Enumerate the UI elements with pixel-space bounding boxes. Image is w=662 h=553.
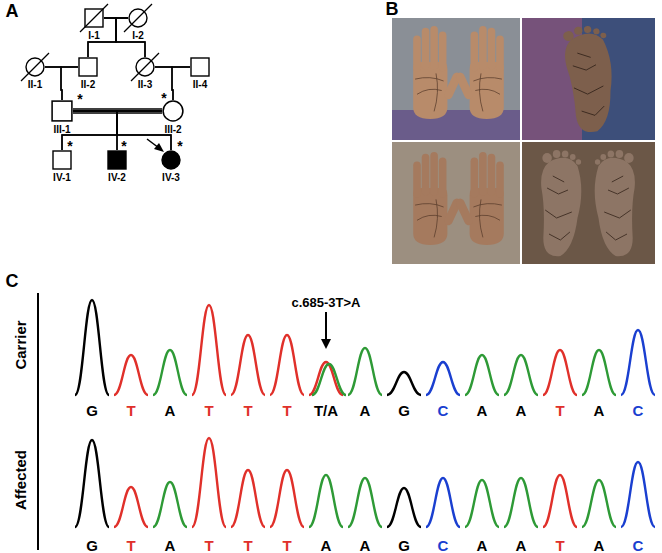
pedigree-shape xyxy=(84,8,104,28)
individual-id: III-2 xyxy=(164,124,181,135)
base-call: C xyxy=(438,538,449,553)
mating-line xyxy=(73,109,162,113)
base-call: T xyxy=(282,403,291,418)
pedigree-shape xyxy=(135,57,155,77)
chromatogram-traces xyxy=(75,300,655,527)
base-call: A xyxy=(165,403,176,418)
variant-name: c.685-3T>A xyxy=(291,296,360,309)
individual-id: II-1 xyxy=(28,79,42,90)
descent-line xyxy=(45,67,62,100)
male-symbol: II-4 xyxy=(190,57,210,77)
mating-line xyxy=(104,17,128,18)
base-call: G xyxy=(398,538,410,553)
male-symbol: II-2 xyxy=(78,57,98,77)
individual-id: I-2 xyxy=(132,30,144,41)
individual-id: III-1 xyxy=(53,124,70,135)
base-call: A xyxy=(516,538,527,553)
base-call: A xyxy=(594,403,605,418)
base-call: A xyxy=(594,538,605,553)
base-call: A xyxy=(360,403,371,418)
pedigree-shape xyxy=(52,150,72,170)
descent-line xyxy=(62,111,162,150)
sequenced-mark: * xyxy=(121,139,126,153)
base-call: T/A xyxy=(314,403,338,418)
proband-arrow xyxy=(147,139,164,152)
male-symbol: IV-2 xyxy=(107,150,127,170)
sequenced-mark: * xyxy=(67,139,72,153)
base-call: T xyxy=(243,538,252,553)
base-call: C xyxy=(633,538,644,553)
female-symbol: II-1 xyxy=(25,57,45,77)
individual-id: II-2 xyxy=(81,79,95,90)
base-call: C xyxy=(633,403,644,418)
descent-line xyxy=(73,111,117,150)
male-symbol: I-1 xyxy=(84,8,104,28)
mating-line xyxy=(155,66,190,67)
base-call: G xyxy=(86,403,98,418)
base-call: T xyxy=(126,403,135,418)
individual-id: II-3 xyxy=(138,79,152,90)
clinical-photos xyxy=(392,18,655,264)
base-call: A xyxy=(477,403,488,418)
panel-letter: C xyxy=(6,272,19,290)
descent-line xyxy=(61,67,78,100)
base-call: T xyxy=(555,538,564,553)
descent-line xyxy=(172,67,190,100)
individual-id: I-1 xyxy=(88,30,100,41)
base-call: A xyxy=(516,403,527,418)
sequenced-mark: * xyxy=(177,139,182,153)
pedigree-shape xyxy=(128,8,148,28)
female-symbol: IV-3 xyxy=(161,150,181,170)
row-label: Carrier xyxy=(13,320,28,369)
base-call: T xyxy=(126,538,135,553)
base-call: G xyxy=(86,538,98,553)
base-call: G xyxy=(398,403,410,418)
pedigree-shape xyxy=(161,150,181,170)
pedigree-shape xyxy=(25,57,45,77)
base-call: A xyxy=(321,538,332,553)
base-call: T xyxy=(204,403,213,418)
individual-id: IV-2 xyxy=(108,172,126,183)
pedigree-shape xyxy=(78,57,98,77)
base-call: A xyxy=(360,538,371,553)
mating-line xyxy=(45,66,78,67)
individual-id: II-4 xyxy=(193,79,207,90)
panel-bracket xyxy=(37,293,39,550)
female-symbol: II-3 xyxy=(135,57,155,77)
variant-arrow xyxy=(321,312,331,349)
pedigree-shape xyxy=(190,57,210,77)
individual-id: IV-3 xyxy=(162,172,180,183)
base-call: T xyxy=(243,403,252,418)
base-call: T xyxy=(555,403,564,418)
individual-id: IV-1 xyxy=(53,172,71,183)
base-call: A xyxy=(477,538,488,553)
male-symbol: IV-1 xyxy=(52,150,72,170)
male-symbol: III-1 xyxy=(51,100,73,122)
base-call: T xyxy=(282,538,291,553)
pedigree-shape xyxy=(51,100,73,122)
row-label: Affected xyxy=(13,450,28,510)
pedigree-shape xyxy=(107,150,127,170)
panel-letter: B xyxy=(386,0,399,18)
base-call: A xyxy=(165,538,176,553)
panel-letter: A xyxy=(6,2,19,20)
base-call: C xyxy=(438,403,449,418)
sequenced-mark: * xyxy=(161,91,166,105)
sequenced-mark: * xyxy=(77,92,82,106)
base-call: T xyxy=(204,538,213,553)
female-symbol: I-2 xyxy=(128,8,148,28)
